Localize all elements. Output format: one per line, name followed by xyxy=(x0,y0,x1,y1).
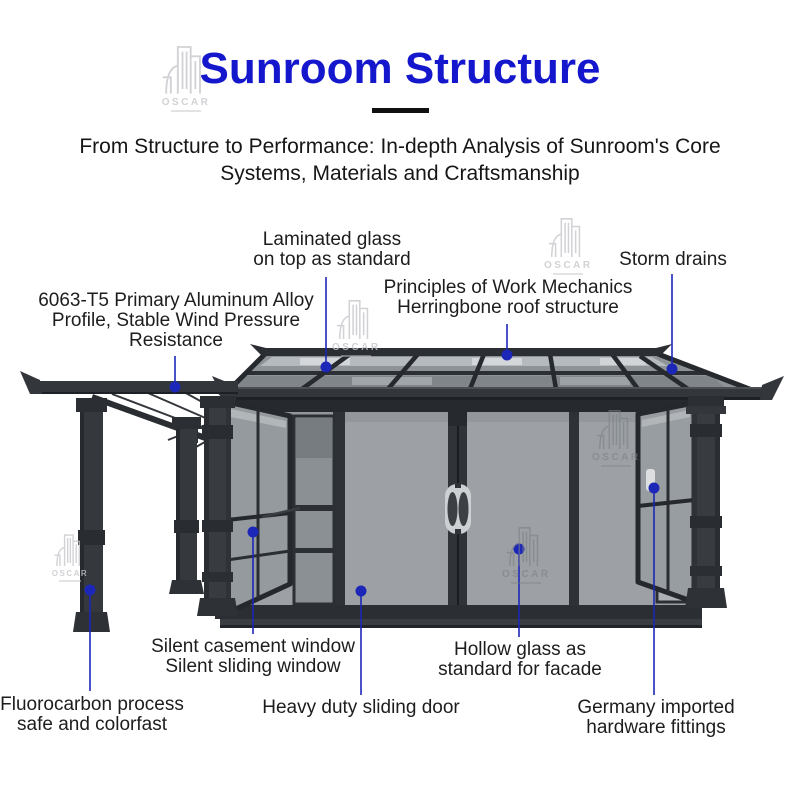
callout-text: Silent casement window xyxy=(151,636,355,657)
callout-text: Silent sliding window xyxy=(165,656,341,677)
callout-text: Herringbone roof structure xyxy=(397,297,619,318)
oscar-logo-icon xyxy=(54,534,80,567)
callout-text: Laminated glass xyxy=(262,229,402,250)
callout-text: safe and colorfast xyxy=(17,714,167,735)
glass-roof xyxy=(228,344,754,393)
callout-dot-sliding-door xyxy=(355,585,367,597)
oscar-logo-icon xyxy=(548,218,581,258)
corner-post-right xyxy=(685,396,727,608)
callout-dot-herringbone-roof xyxy=(501,349,513,361)
watermark-label: OSCAR xyxy=(332,342,381,353)
page-title: Sunroom Structure xyxy=(199,44,601,93)
callout-label-storm-drains: Storm drains xyxy=(619,250,727,270)
callout-text: hardware fittings xyxy=(586,717,726,738)
callout-label-silent-windows: Silent casement window Silent sliding wi… xyxy=(151,637,355,677)
callout-text: Heavy duty sliding door xyxy=(262,697,460,718)
callout-text: Profile, Stable Wind Pressure xyxy=(51,310,301,331)
door-handles xyxy=(445,483,471,534)
callout-text: on top as standard xyxy=(253,249,411,270)
pergola-fascia xyxy=(20,371,238,394)
pergola-post-back xyxy=(169,417,204,594)
oscar-watermark: OSCAR xyxy=(154,40,218,112)
bottom-track xyxy=(215,605,702,628)
oscar-watermark: OSCAR xyxy=(332,295,380,357)
callout-text: Hollow glass as xyxy=(454,639,586,660)
callout-label-sliding-door: Heavy duty sliding door xyxy=(262,698,460,718)
callout-label-aluminum-alloy: 6063-T5 Primary Aluminum Alloy Profile, … xyxy=(38,291,314,351)
oscar-logo-icon xyxy=(162,46,201,94)
pergola-post-front xyxy=(73,398,110,632)
callout-label-laminated-glass: Laminated glass on top as standard xyxy=(253,230,410,270)
watermark-label: OSCAR xyxy=(544,260,593,271)
eave-horn-right xyxy=(760,376,784,400)
callout-text: 6063-T5 Primary Aluminum Alloy xyxy=(38,290,314,311)
oscar-logo-icon xyxy=(506,527,539,567)
open-window-right xyxy=(635,400,697,605)
callout-text: Storm drains xyxy=(619,249,727,270)
callout-dot-storm-drains xyxy=(666,363,678,375)
callout-dot-laminated-glass xyxy=(320,361,332,373)
callout-dot-silent-windows xyxy=(247,526,259,538)
page-subtitle: From Structure to Performance: In-depth … xyxy=(0,133,800,187)
oscar-watermark: OSCAR xyxy=(544,213,592,275)
watermark-label: OSCAR xyxy=(592,452,641,463)
mullion xyxy=(333,412,345,608)
callout-text: Germany imported xyxy=(577,697,735,718)
roof-hip-right xyxy=(657,351,753,393)
mullion xyxy=(569,412,579,608)
callout-text: Fluorocarbon process xyxy=(0,694,184,715)
pergola-horn-left xyxy=(20,371,42,394)
watermark-label: OSCAR xyxy=(51,569,89,578)
oscar-logo-icon xyxy=(596,410,629,450)
watermark-label: OSCAR xyxy=(502,569,551,580)
subtitle-line: From Structure to Performance: In-depth … xyxy=(79,135,721,158)
oscar-watermark: OSCAR xyxy=(50,530,90,582)
oscar-watermark: OSCAR xyxy=(592,405,640,467)
subtitle-line: Systems, Materials and Craftsmanship xyxy=(220,162,580,185)
title-underline xyxy=(372,108,429,113)
callout-label-imported-hardware: Germany imported hardware fittings xyxy=(577,698,734,738)
watermark-label: OSCAR xyxy=(161,97,211,108)
callout-text: standard for facade xyxy=(438,659,602,680)
open-casement-window-left xyxy=(224,399,301,616)
oscar-watermark: OSCAR xyxy=(502,522,550,584)
callout-text: Principles of Work Mechanics xyxy=(383,277,633,298)
callout-dot-imported-hardware xyxy=(648,482,660,494)
left-window-frame xyxy=(292,414,336,606)
ridge-cap xyxy=(250,344,672,356)
callout-dot-aluminum-alloy xyxy=(169,381,181,393)
callout-label-hollow-glass: Hollow glass as standard for facade xyxy=(438,640,602,680)
callout-label-herringbone-roof: Principles of Work Mechanics Herringbone… xyxy=(384,278,633,318)
callout-text: Resistance xyxy=(128,330,223,351)
oscar-logo-icon xyxy=(336,300,369,340)
callout-label-fluorocarbon: Fluorocarbon process safe and colorfast xyxy=(0,695,184,735)
callout-dot-fluorocarbon xyxy=(84,584,96,596)
corner-post-left xyxy=(197,396,238,616)
